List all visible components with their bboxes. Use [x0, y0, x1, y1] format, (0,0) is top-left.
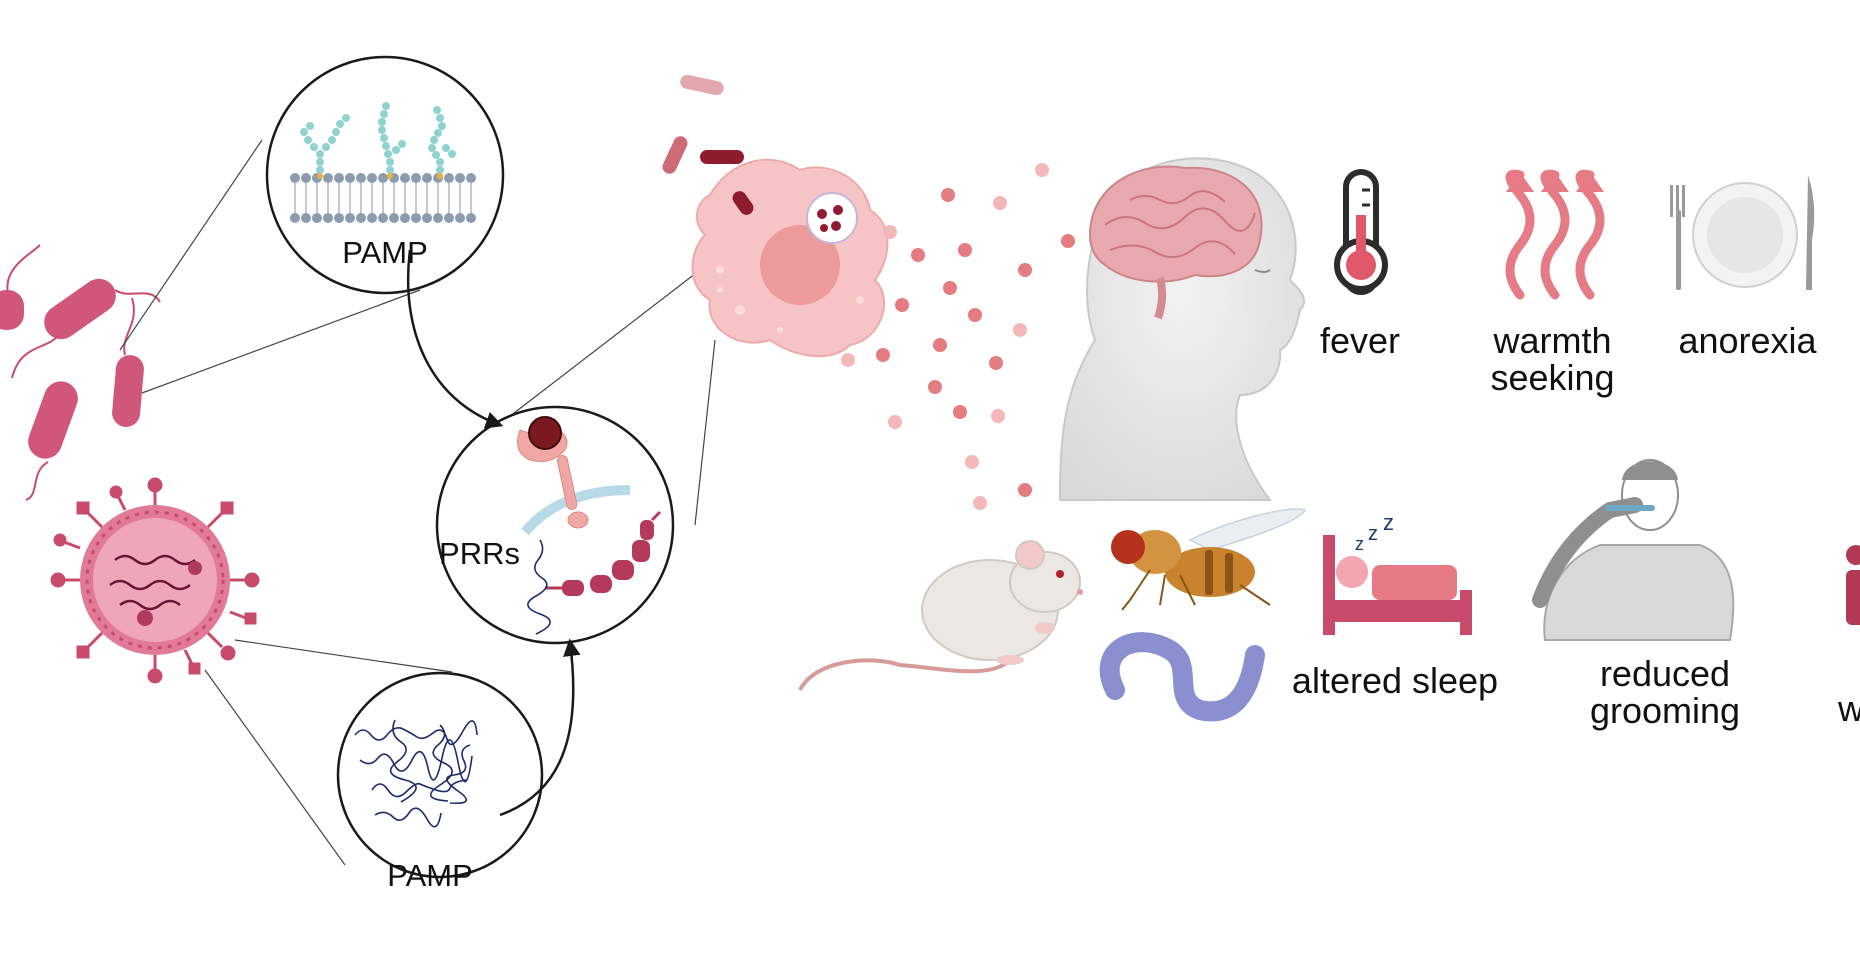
- svg-text:z: z: [1355, 534, 1364, 554]
- pamp-lipid-circle: [265, 55, 505, 295]
- prrs-label: PRRs: [439, 536, 520, 571]
- warmth-seeking-label: warmth seeking: [1490, 320, 1615, 398]
- bed-icon: z z z: [1323, 510, 1472, 635]
- zoom-lines: [119, 139, 716, 866]
- cytokine-cloud: [841, 163, 1075, 510]
- bacterium-icon: [11, 278, 161, 379]
- prrs-circle: [435, 405, 675, 645]
- anorexia-label: anorexia: [1678, 320, 1817, 361]
- bacteria-group: [0, 244, 161, 501]
- pamp-label: PAMP: [387, 858, 473, 893]
- bacterium-icon: [680, 74, 724, 96]
- thermometer-icon: [1334, 169, 1388, 295]
- fever-label: fever: [1319, 320, 1401, 361]
- bacterium-icon: [0, 244, 41, 330]
- svg-text:z: z: [1368, 523, 1378, 545]
- worm-icon: [1099, 632, 1265, 722]
- virus-icon: [50, 477, 260, 684]
- immune-cell-icon: [691, 158, 889, 358]
- bacterium-icon: [112, 297, 144, 427]
- bacterium-icon: [662, 136, 688, 174]
- arrow-pamp-to-prr: [499, 638, 581, 817]
- mouse-icon: [798, 540, 1083, 692]
- bacterium-icon: [700, 150, 744, 164]
- fruit-fly-icon: [1111, 508, 1307, 611]
- pamp-nucleic-acid-circle: [336, 671, 544, 879]
- arrow-pamp-to-prr: [406, 249, 504, 429]
- pamp-label: PAMP: [342, 235, 428, 270]
- person-brushing-teeth-icon: [1532, 459, 1735, 641]
- cropped-label: w: [1838, 688, 1860, 729]
- svg-text:z: z: [1383, 510, 1394, 535]
- plate-fork-knife-icon: [1670, 175, 1815, 290]
- bacterium-icon: [25, 381, 78, 501]
- cropped-person-icon: [1846, 545, 1860, 625]
- reduced-grooming-label: reduced grooming: [1589, 653, 1741, 731]
- heat-waves-icon: [1505, 169, 1605, 300]
- human-head-brain-icon: [1059, 157, 1306, 501]
- altered-sleep-label: altered sleep: [1291, 660, 1499, 701]
